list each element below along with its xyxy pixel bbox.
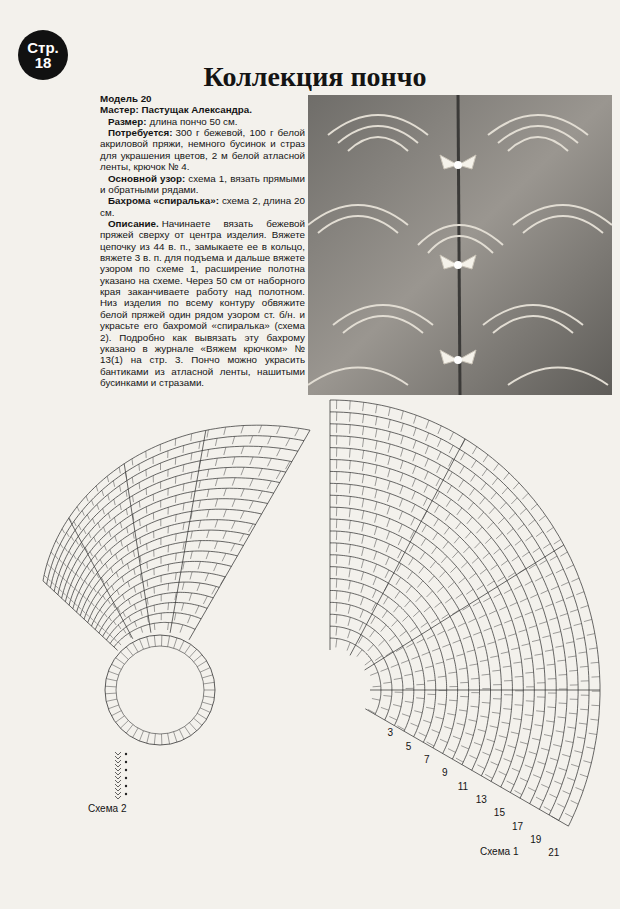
main-pattern-paragraph: Основной узор:схема 1, вязать прямыми и …	[100, 173, 305, 196]
chain-dot	[125, 753, 127, 755]
row-number: 13	[474, 793, 489, 804]
row-number: 5	[404, 740, 414, 751]
row-number: 9	[440, 767, 450, 778]
row-number: 19	[528, 833, 543, 844]
author-name: Мастер: Пастущак Александра.	[100, 104, 252, 115]
start-ring-inner	[116, 646, 204, 734]
description-heading: Описание.	[108, 218, 159, 229]
page-number: Стр. 18	[24, 40, 62, 70]
size-text: длина пончо 50 см.	[150, 116, 238, 127]
materials-heading: Потребуется:	[108, 127, 173, 138]
text-column: Модель 20Мастер: Пастущак Александра.Раз…	[100, 93, 305, 388]
row-number: 21	[546, 847, 561, 858]
size-heading: Размер:	[108, 116, 147, 127]
chain-dot	[125, 793, 127, 795]
size-paragraph: Размер:длина пончо 50 см.	[100, 116, 305, 127]
start-ring	[105, 635, 215, 745]
row-lines	[43, 400, 600, 826]
page-badge: Стр. 18	[18, 30, 68, 80]
main-pattern-heading: Основной узор:	[108, 173, 185, 184]
stitch-symbols	[44, 400, 600, 820]
fringe-heading: Бахрома «спиралька»:	[108, 195, 219, 206]
row-number: 15	[492, 807, 507, 818]
chain-dot	[125, 785, 127, 787]
fringe-paragraph: Бахрома «спиралька»:схема 2, длина 20 см…	[100, 195, 305, 218]
page-title: Коллекция пончо	[150, 62, 480, 92]
materials-paragraph: Потребуется:300 г бежевой, 100 г белой а…	[100, 127, 305, 172]
chain-dot	[125, 769, 127, 771]
scheme-label: Схема 1	[478, 846, 520, 857]
model-name: Модель 20	[100, 93, 152, 104]
model-line: Модель 20	[100, 93, 305, 104]
lace-photo	[308, 95, 612, 395]
description-paragraph: Описание.Начинаете вязать бежевой пряжей…	[100, 218, 305, 388]
row-number: 17	[510, 820, 525, 831]
fringe-scheme	[115, 752, 121, 799]
scheme-label: Схема 2	[86, 803, 128, 814]
row-number: 7	[422, 754, 432, 765]
row-number: 3	[386, 727, 396, 738]
chain-dot	[125, 777, 127, 779]
row-number: 11	[456, 780, 470, 791]
chain-dot	[125, 761, 127, 763]
author-line: Мастер: Пастущак Александра.	[100, 104, 305, 115]
description-text: Начинаете вязать бежевой пряжей сверху о…	[100, 218, 305, 388]
